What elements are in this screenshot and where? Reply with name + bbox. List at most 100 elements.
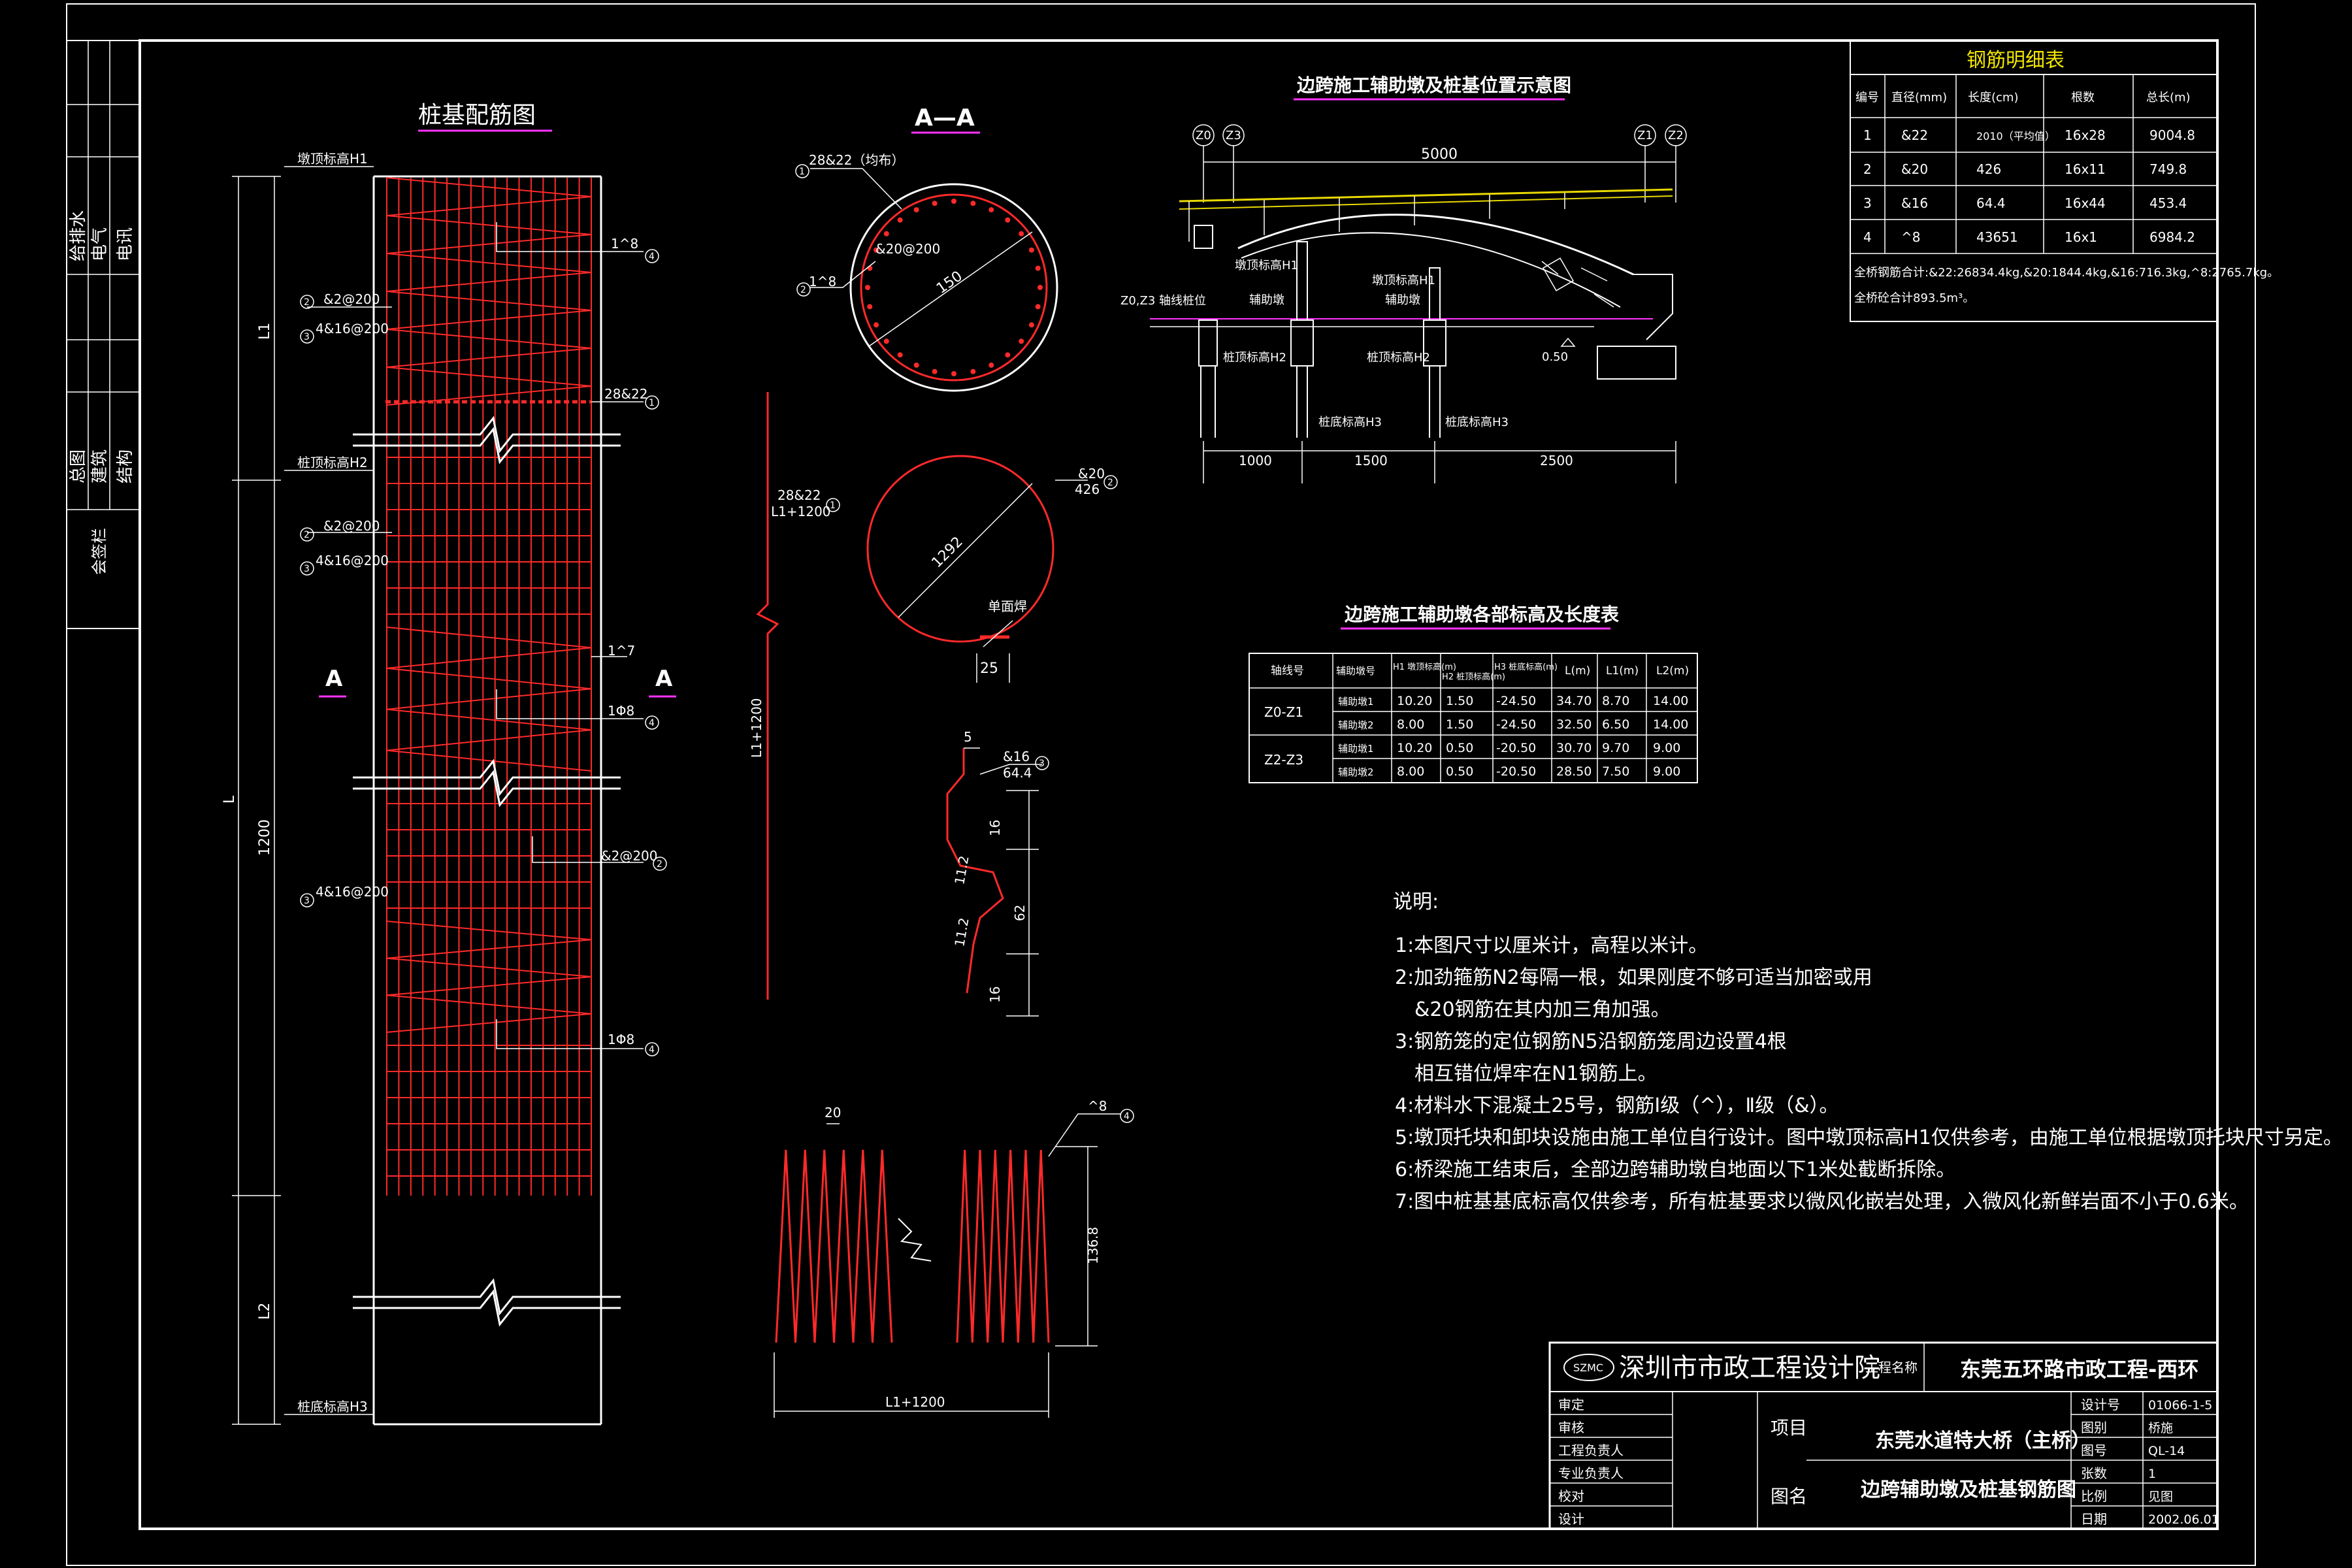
bar-right-5: 1Φ8	[608, 1032, 634, 1047]
elev-cell: 辅助墩1	[1338, 696, 1374, 708]
title-meta: 设计号图别图号张数比例日期01066-1-5桥施QL-141见图2002.06.…	[2081, 1397, 2219, 1527]
dim-total: L	[221, 795, 238, 804]
num-3a: 3	[304, 332, 310, 342]
aa-num-2: 2	[800, 285, 806, 295]
break-marks	[353, 416, 621, 1327]
bar1-length: L1+1200	[771, 504, 831, 519]
pile-title: 桩基配筋图	[418, 102, 536, 129]
bar3-dim-0: 5	[964, 729, 972, 745]
steel-title: 钢筋明细表	[1967, 49, 2065, 72]
side-col6: 结构	[116, 449, 135, 483]
spiral-label: ^8	[1088, 1098, 1107, 1114]
pos-dim-3: 2500	[1540, 453, 1573, 468]
elev-cell: 9.00	[1653, 764, 1680, 779]
steel-h1: 直径(mm)	[1891, 91, 1947, 105]
pos-level: 0.50	[1542, 350, 1568, 364]
elev-cell: 辅助墩1	[1338, 743, 1374, 755]
drawing-label: 图名	[1771, 1486, 1807, 1507]
hoop-label: &20	[1078, 466, 1105, 482]
spiral-bar	[386, 177, 592, 406]
side-col4: 总图	[69, 449, 88, 483]
rebar-dot	[1005, 352, 1011, 358]
rebar-dot	[951, 371, 956, 376]
hoop-length: 426	[1075, 482, 1100, 497]
hoop-num: 2	[1107, 478, 1113, 488]
note-line: &20钢筋在其内加三角加强。	[1414, 998, 1671, 1021]
elev-cell: 9.00	[1653, 741, 1680, 755]
steel-cell: &22	[1901, 127, 1928, 143]
steel-cell: 453.4	[2149, 195, 2187, 211]
weld-dim: 25	[980, 661, 998, 677]
item-label: 项目	[1771, 1417, 1807, 1439]
notes: 说明: 1:本图尺寸以厘米计，高程以米计。2:加劲箍筋N2每隔一根，如果刚度不够…	[1393, 890, 2343, 1213]
spiral-stirrup	[775, 1149, 1050, 1343]
position-title: 边跨施工辅助墩及桩基位置示意图	[1297, 74, 1571, 96]
project-label: 工程名称	[1865, 1360, 1918, 1375]
rebar-dot	[1005, 217, 1011, 223]
elev-table: 边跨施工辅助墩各部标高及长度表 轴线号 辅助墩号 H1 墩顶标高(m) H2 桩…	[1249, 604, 1698, 783]
bar-right-1: 1^8	[611, 236, 638, 252]
meta-value: 01066-1-5	[2148, 1398, 2212, 1413]
meta-label: 设计号	[2081, 1397, 2120, 1413]
elev-cell: 8.00	[1397, 764, 1424, 779]
role-label: 设计	[1558, 1511, 1584, 1527]
steel-cell: 9004.8	[2149, 127, 2195, 143]
elev-h0: 轴线号	[1271, 664, 1304, 678]
note-line: 4:材料水下混凝土25号，钢筋Ⅰ级（^），Ⅱ级（&）。	[1395, 1094, 1839, 1117]
meta-value: QL-14	[2148, 1444, 2185, 1458]
num-3b: 3	[304, 564, 310, 574]
side-col1: 给排水	[69, 210, 88, 261]
aux-pier-1	[1290, 241, 1314, 438]
bar1-num: 1	[830, 500, 836, 511]
num-1a: 1	[649, 398, 655, 408]
rebar-dot	[913, 207, 919, 213]
elev-cell: 1.50	[1446, 694, 1473, 708]
note-line: 3:钢筋笼的定位钢筋N5沿钢筋笼周边设置4根	[1395, 1030, 1787, 1053]
dim-1200: 1200	[257, 819, 273, 856]
meta-label: 日期	[2081, 1511, 2107, 1527]
position-view: 边跨施工辅助墩及桩基位置示意图 Z0 Z3 Z1 Z2 5000	[1120, 74, 1687, 483]
steel-cell: 16x44	[2065, 195, 2106, 211]
steel-h4: 总长(m)	[2146, 91, 2191, 105]
spacing-3: &2@200	[323, 518, 380, 534]
elev-cell: 0.50	[1446, 741, 1473, 755]
steel-cell: 16x28	[2065, 127, 2106, 143]
elev-cell: 辅助墩2	[1338, 766, 1374, 778]
elev-cell: 0.50	[1446, 764, 1473, 779]
aux-pier-3	[1194, 225, 1218, 438]
steel-cell: 6984.2	[2149, 229, 2195, 245]
bar3-label: &16	[1003, 749, 1030, 764]
reinforcement-cage	[386, 177, 592, 1196]
bar3-dim-5: 16	[987, 987, 1003, 1003]
steel-h2: 长度(cm)	[1968, 91, 2018, 105]
bar3-dim-3: 62	[1012, 905, 1028, 921]
spiral-zigzag	[956, 1149, 1050, 1343]
rebar-dot	[1028, 247, 1034, 253]
note-line: 6:桥梁施工结束后，全部边跨辅助墩自地面以下1米处截断拆除。	[1395, 1158, 1955, 1181]
elev-cell: 8.70	[1602, 694, 1629, 708]
elev-h5: L(m)	[1565, 664, 1590, 678]
axis-z1: Z1	[1637, 129, 1653, 142]
item-name: 东莞水道特大桥（主桥）	[1875, 1429, 2091, 1452]
bar1-dim: L1+1200	[749, 698, 764, 758]
project-name: 东莞五环路市政工程-西环	[1960, 1357, 2198, 1382]
drawing-name: 边跨辅助墩及桩基钢筋图	[1861, 1478, 2076, 1501]
steel-cell: 16x1	[2065, 229, 2097, 245]
rebar-dot	[897, 217, 903, 223]
steel-cell: ^8	[1901, 229, 1920, 245]
spacing-2: 4&16@200	[316, 321, 389, 336]
steel-cell: 43651	[1976, 229, 2018, 245]
label-pile-bottom: 桩底标高H3	[297, 1399, 368, 1414]
rebar-dot	[932, 201, 938, 206]
section-title: A—A	[915, 105, 975, 131]
num-4b: 4	[649, 718, 655, 728]
steel-cell: &20	[1901, 161, 1928, 177]
num-2b: 2	[304, 530, 310, 540]
elev-h6: L1(m)	[1606, 664, 1639, 678]
rebar-dot	[932, 368, 938, 374]
note-line: 7:图中桩基基底标高仅供参考，所有桩基要求以微风化嵌岩处理，入微风化新鲜岩面不小…	[1395, 1190, 2249, 1213]
rebar-dot	[867, 304, 873, 310]
